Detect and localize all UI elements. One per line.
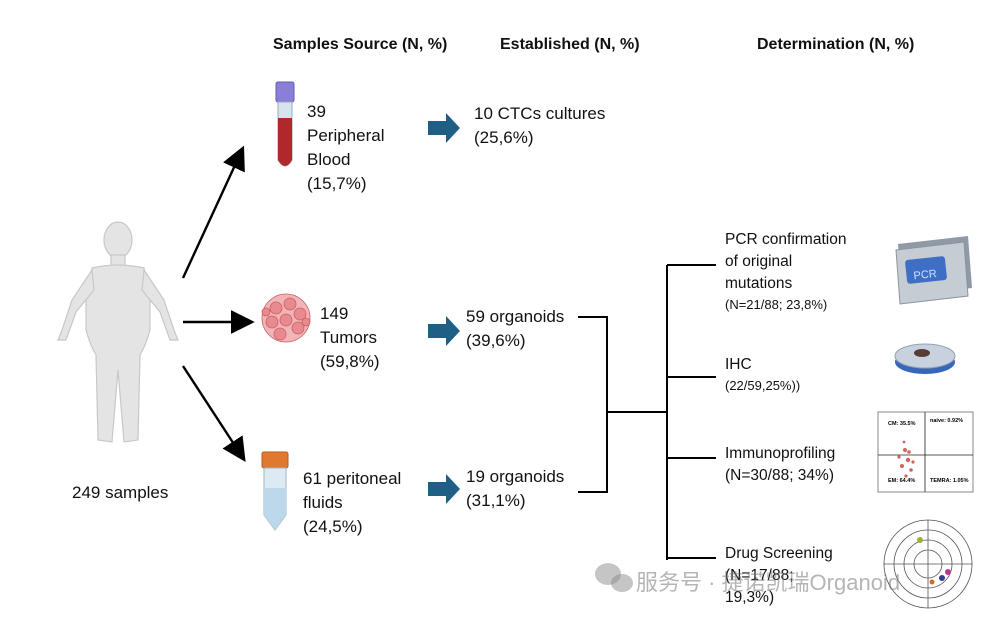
plot-label-cm: CM: 35.5%: [888, 421, 916, 427]
plot-label-naive: naive: 0.92%: [930, 418, 963, 424]
established-tumor-organoids: 59 organoids (39,6%): [466, 305, 564, 353]
established-fluid-organoids-count: 19 organoids: [466, 467, 565, 486]
header-samples-source: Samples Source (N, %): [273, 36, 448, 53]
human-body-icon: [57, 221, 179, 443]
pcr-machine-icon: [895, 236, 972, 305]
header-established: Established (N, %): [500, 36, 640, 53]
wechat-logo-icon: [595, 563, 633, 592]
source-blood-count: 39: [307, 102, 326, 121]
determination-immunoprofiling-detail: (N=30/88; 34%): [725, 467, 834, 484]
established-fluid-organoids-percent: (31,1%): [466, 491, 526, 510]
source-tumors-line: Tumors: [320, 328, 377, 347]
source-blood-line: Peripheral: [307, 126, 385, 145]
header-determination: Determination (N, %): [757, 36, 915, 53]
radar-plot-icon: [883, 519, 973, 609]
determination-pcr-line: PCR confirmation: [725, 231, 847, 248]
falcon-tube-icon: [261, 451, 289, 531]
flow-cytometry-plot-icon: [877, 411, 974, 493]
plot-label-temra: TEMRA: 1.05%: [930, 478, 969, 484]
source-fluids: 61 peritoneal fluids (24,5%): [303, 467, 401, 539]
determination-pcr-detail: (N=21/88; 23,8%): [725, 297, 828, 312]
source-blood: 39 Peripheral Blood (15,7%): [307, 100, 385, 196]
blue-arrow-blood: [428, 113, 460, 143]
determination-ihc: IHC (22/59,25%)): [725, 354, 800, 396]
determination-ihc-line: IHC: [725, 356, 752, 373]
established-ctcs-percent: (25,6%): [474, 128, 534, 147]
source-blood-line: Blood: [307, 150, 351, 169]
bracket-connector: [578, 264, 716, 560]
arrow-to-fluids: [181, 365, 246, 463]
blood-tube-icon: [275, 81, 295, 167]
determination-immunoprofiling-line: Immunoprofiling: [725, 445, 836, 462]
determination-pcr-line: mutations: [725, 275, 793, 292]
determination-drug-screening-line: (N=17/88;: [725, 567, 794, 584]
slide-scanner-icon: [894, 343, 956, 374]
determination-immunoprofiling: Immunoprofiling (N=30/88; 34%): [725, 443, 835, 487]
source-blood-percent: (15,7%): [307, 174, 367, 193]
established-tumor-organoids-percent: (39,6%): [466, 331, 526, 350]
arrow-to-blood: [181, 145, 245, 279]
source-tumors-count: 149: [320, 304, 349, 323]
tumor-cells-icon: [261, 293, 311, 343]
total-samples: 249 samples: [72, 483, 169, 502]
source-fluids-line: fluids: [303, 493, 343, 512]
determination-pcr: PCR confirmation of original mutations (…: [725, 229, 846, 315]
determination-pcr-line: of original: [725, 253, 793, 270]
determination-ihc-detail: (22/59,25%)): [725, 378, 801, 393]
source-tumors-percent: (59,8%): [320, 352, 380, 371]
established-tumor-organoids-count: 59 organoids: [466, 307, 565, 326]
source-tumors: 149 Tumors (59,8%): [320, 302, 380, 374]
established-ctcs: 10 CTCs cultures (25,6%): [474, 102, 605, 150]
watermark-text: 服务号 · 捷诺凯瑞Organoid: [636, 570, 901, 595]
blue-arrow-tumors: [428, 316, 460, 346]
determination-drug-screening-line: 19,3%): [725, 589, 775, 606]
determination-drug-screening: Drug Screening (N=17/88; 19,3%): [725, 543, 833, 609]
established-fluid-organoids: 19 organoids (31,1%): [466, 465, 564, 513]
blue-arrow-fluids: [428, 474, 460, 504]
pcr-label: PCR: [913, 268, 937, 282]
determination-drug-screening-line: Drug Screening: [725, 545, 833, 562]
source-fluids-percent: (24,5%): [303, 517, 363, 536]
established-ctcs-count: 10 CTCs cultures: [474, 104, 606, 123]
plot-label-em: EM: 64.4%: [888, 478, 915, 484]
source-fluids-count: 61 peritoneal: [303, 469, 402, 488]
